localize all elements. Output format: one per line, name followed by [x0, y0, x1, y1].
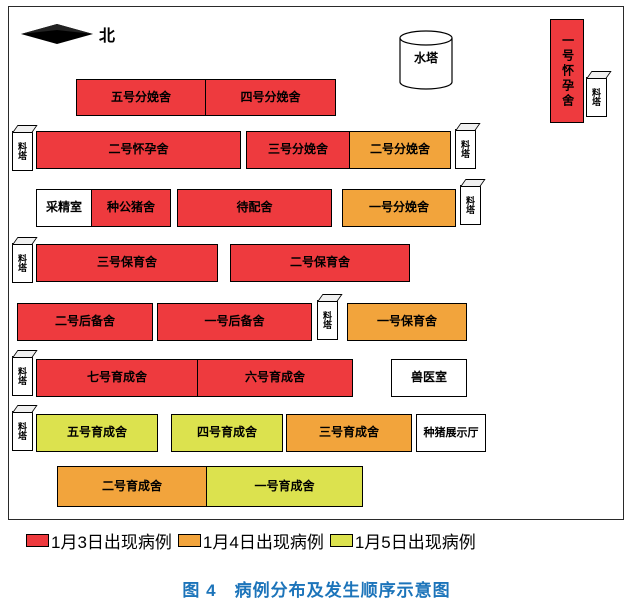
hall-breeding-pig-show: 种猪展示厅: [416, 414, 486, 452]
building-gestation-1: 一号怀孕舍: [550, 19, 584, 123]
building-breeding-wait: 待配舍: [177, 189, 332, 227]
legend: 1月3日出现病例 1月4日出现病例 1月5日出现病例: [26, 528, 482, 553]
feed-tower-8: 料塔: [12, 411, 33, 451]
building-farrowing-4: 四号分娩舍: [205, 79, 336, 116]
figure-caption: 图 4 病例分布及发生顺序示意图: [182, 581, 451, 600]
building-growing-5: 五号育成舍: [36, 414, 158, 452]
legend-label-day4: 1月4日出现病例: [202, 533, 324, 552]
water-tower-label: 水塔: [413, 51, 438, 65]
water-tower: 水塔: [399, 29, 453, 91]
building-reserve-2: 二号后备舍: [17, 303, 153, 341]
legend-swatch-day5-icon: [329, 534, 353, 547]
compass-label: 北: [99, 28, 116, 45]
room-vet: 兽医室: [391, 359, 467, 397]
legend-label-day5: 1月5日出现病例: [354, 533, 476, 552]
feed-tower-6: 料塔: [317, 300, 338, 340]
building-nursery-2: 二号保育舍: [230, 244, 410, 282]
legend-swatch-day4-icon: [177, 534, 201, 547]
feed-tower-7: 料塔: [12, 356, 33, 396]
building-farrowing-5: 五号分娩舍: [76, 79, 206, 116]
building-farrowing-1: 一号分娩舍: [342, 189, 456, 227]
feed-tower-1: 料塔: [586, 77, 607, 117]
building-farrowing-3: 三号分娩舍: [246, 131, 350, 169]
feed-tower-4: 料塔: [460, 185, 481, 225]
building-farrowing-2: 二号分娩舍: [349, 131, 451, 169]
feed-tower-3: 料塔: [455, 129, 476, 169]
water-tower-icon: [399, 30, 453, 90]
legend-swatch-day3-icon: [26, 534, 49, 547]
building-growing-7: 七号育成舍: [36, 359, 198, 397]
building-growing-2: 二号育成舍: [57, 466, 207, 507]
building-growing-1: 一号育成舍: [206, 466, 363, 507]
feed-tower-5: 料塔: [12, 243, 33, 283]
building-growing-4: 四号育成舍: [171, 414, 283, 452]
legend-label-day3: 1月3日出现病例: [51, 533, 172, 552]
building-reserve-1: 一号后备舍: [157, 303, 312, 341]
room-semen-collection: 采精室: [36, 189, 92, 227]
legend-item-day3: 1月3日出现病例: [26, 528, 172, 553]
compass: 北: [19, 21, 115, 47]
building-nursery-1: 一号保育舍: [347, 303, 467, 341]
building-growing-6: 六号育成舍: [197, 359, 353, 397]
building-boar: 种公猪舍: [91, 189, 171, 227]
building-gestation-2: 二号怀孕舍: [36, 131, 241, 169]
north-arrow-icon: [21, 24, 93, 44]
farm-map: 北 水塔 一号怀孕舍 料塔 料塔 料塔 料塔 料塔 料塔 料塔 料塔 五号分娩舍…: [8, 6, 624, 520]
building-growing-3: 三号育成舍: [286, 414, 412, 452]
feed-tower-2: 料塔: [12, 131, 33, 171]
legend-item-day4: 1月4日出现病例: [177, 528, 324, 553]
legend-item-day5: 1月5日出现病例: [329, 528, 476, 553]
building-nursery-3: 三号保育舍: [36, 244, 218, 282]
